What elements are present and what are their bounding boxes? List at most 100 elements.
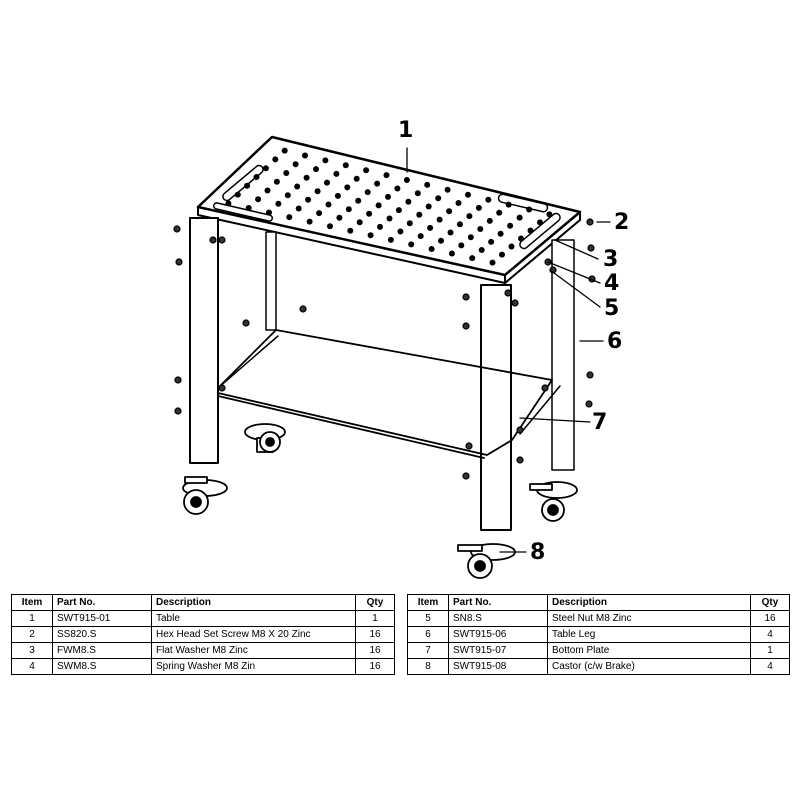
- cell-part-no: SWT915-06: [448, 626, 548, 643]
- parts-table-right: Item Part No. Description Qty 5 SN8.S St…: [407, 594, 790, 675]
- table-hole: [527, 227, 534, 234]
- table-hole: [264, 187, 271, 194]
- fasteners: [173, 218, 596, 480]
- table-hole: [403, 177, 410, 183]
- table-hole: [508, 243, 515, 250]
- header-description: Description: [547, 594, 751, 611]
- table-hole: [272, 156, 279, 163]
- table-hole: [428, 246, 435, 252]
- table-hole: [546, 211, 553, 218]
- cell-item: 6: [407, 626, 449, 643]
- table-hole: [266, 209, 272, 216]
- table-slot: [212, 202, 274, 222]
- table-hole: [366, 210, 373, 217]
- callout-5: 5: [604, 296, 620, 321]
- table-hole: [286, 214, 293, 221]
- table-hole: [255, 196, 262, 203]
- header-qty: Qty: [355, 594, 395, 611]
- cell-item: 7: [407, 642, 449, 659]
- header-qty: Qty: [750, 594, 790, 611]
- table-hole: [377, 223, 383, 230]
- table-hole: [342, 162, 349, 169]
- table-row: 3 FWM8.S Flat Washer M8 Zinc 16: [11, 642, 395, 659]
- table-hole: [306, 218, 313, 225]
- table-top: [196, 135, 582, 277]
- callout-6: 6: [607, 329, 623, 354]
- cell-qty: 1: [750, 642, 790, 659]
- table-hole: [486, 217, 493, 224]
- cell-item: 3: [11, 642, 53, 659]
- table-hole: [444, 186, 451, 193]
- callout-4: 4: [604, 271, 620, 296]
- cell-item: 1: [11, 610, 53, 627]
- table-hole: [353, 175, 360, 182]
- table-hole: [383, 172, 390, 179]
- header-part-no: Part No.: [52, 594, 152, 611]
- cell-qty: 4: [750, 658, 790, 675]
- table-hole: [345, 206, 352, 213]
- table-row: 8 SWT915-08 Castor (c/w Brake) 4: [407, 658, 790, 675]
- table-hole: [408, 241, 415, 248]
- table-hole: [333, 170, 340, 177]
- table-hole: [364, 189, 371, 196]
- table-hole: [283, 170, 290, 176]
- table-hole: [275, 200, 282, 207]
- table-hole: [262, 165, 269, 172]
- table-hole: [322, 157, 329, 164]
- cell-part-no: SWT915-08: [448, 658, 548, 675]
- table-hole: [281, 147, 288, 154]
- table-holes: [225, 147, 553, 266]
- table-hole: [455, 200, 462, 206]
- castor: [244, 423, 286, 453]
- header-description: Description: [151, 594, 356, 611]
- table-hole: [475, 204, 482, 211]
- callout-8: 8: [530, 540, 546, 565]
- cell-qty: 4: [750, 626, 790, 643]
- cell-qty: 16: [355, 626, 395, 643]
- cell-part-no: SWT915-01: [52, 610, 152, 627]
- cell-qty: 16: [355, 658, 395, 675]
- table-slot: [519, 212, 561, 250]
- table-row: 4 SWM8.S Spring Washer M8 Zin 16: [11, 658, 395, 675]
- table-hole: [456, 221, 463, 228]
- table-hole: [436, 216, 443, 223]
- cell-qty: 1: [355, 610, 395, 627]
- table-header-row: Item Part No. Description Qty: [407, 594, 790, 611]
- table-hole: [327, 223, 333, 230]
- table-hole: [416, 211, 423, 218]
- table-hole: [356, 219, 363, 226]
- table-hole: [435, 195, 442, 202]
- table-hole: [324, 179, 330, 186]
- table-hole: [367, 232, 374, 239]
- castor: [457, 543, 516, 579]
- cell-part-no: SN8.S: [448, 610, 548, 627]
- cell-description: Hex Head Set Screw M8 X 20 Zinc: [151, 626, 356, 643]
- table-hole: [507, 222, 514, 229]
- table-hole: [499, 251, 505, 258]
- callout-3: 3: [603, 247, 619, 272]
- table-hole: [518, 235, 524, 242]
- cell-qty: 16: [750, 610, 790, 627]
- table-leg: [189, 217, 219, 464]
- table-hole: [466, 213, 473, 220]
- table-hole: [292, 161, 299, 168]
- table-hole: [394, 185, 401, 192]
- parts-table-left: Item Part No. Description Qty 1 SWT915-0…: [11, 594, 395, 675]
- table-hole: [225, 200, 232, 207]
- table-hole: [302, 152, 308, 159]
- table-hole: [325, 201, 332, 208]
- table-hole: [469, 255, 476, 262]
- table-hole: [363, 167, 370, 174]
- table-hole: [386, 215, 393, 222]
- table-hole: [488, 238, 495, 245]
- header-part-no: Part No.: [448, 594, 548, 611]
- table-hole: [397, 228, 404, 235]
- castor: [182, 476, 228, 515]
- table-hole: [485, 196, 492, 203]
- cell-description: Steel Nut M8 Zinc: [547, 610, 751, 627]
- table-hole: [245, 205, 252, 211]
- table-hole: [234, 191, 241, 198]
- table-hole: [303, 174, 310, 181]
- table-hole: [395, 207, 402, 214]
- table-hole: [438, 237, 444, 244]
